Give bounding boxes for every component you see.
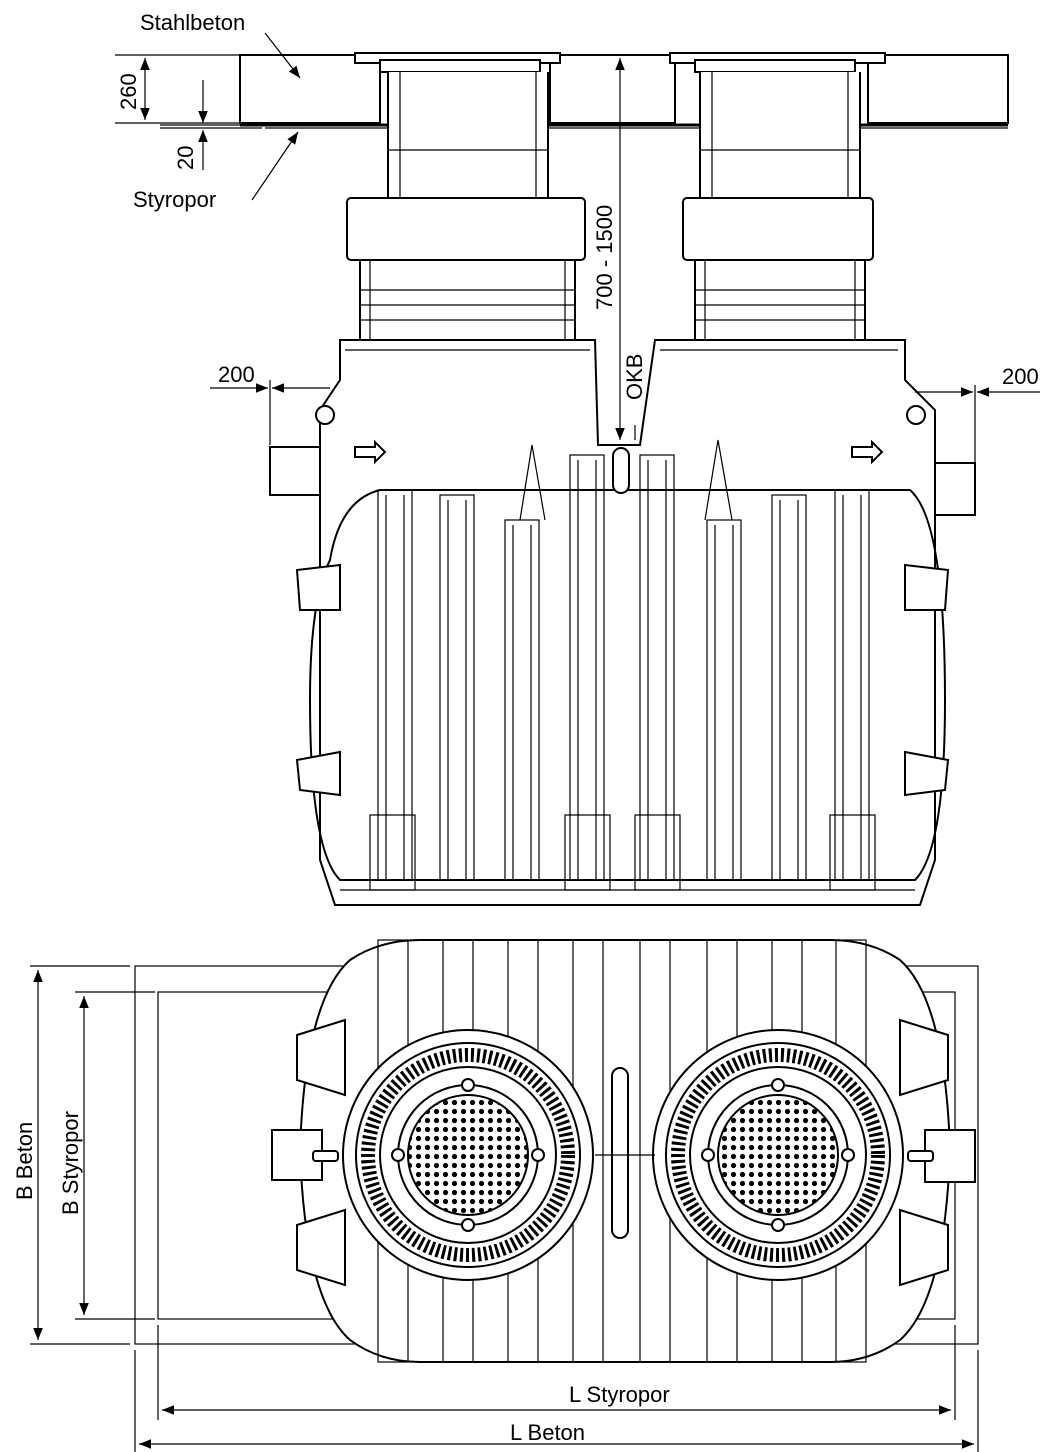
flow-arrow-icon	[851, 439, 884, 465]
dim-200-left-label: 200	[218, 362, 255, 387]
stahlbeton-label: Stahlbeton	[140, 10, 245, 35]
grate-icon	[407, 1094, 529, 1216]
grate-icon	[717, 1094, 839, 1216]
b-beton-label: B Beton	[12, 1122, 37, 1200]
dim-depth-label: 700 - 1500	[592, 205, 617, 310]
outlet-pipe	[934, 462, 976, 516]
dimensions-side	[115, 32, 1040, 463]
dimensions-plan	[30, 965, 979, 1452]
styropor-label: Styropor	[133, 187, 216, 212]
manhole-left	[342, 1029, 594, 1281]
lug-right-bottom	[904, 750, 950, 797]
inlet-pipe	[269, 446, 321, 496]
side-view: Stahlbeton Styropor 260 20 700 - 1500 OK…	[115, 10, 1040, 906]
flow-arrow-icon	[354, 439, 387, 465]
ribs-side	[377, 439, 870, 881]
shaft-right	[669, 52, 886, 356]
lug-left-bottom	[295, 750, 341, 797]
center-vent	[612, 447, 630, 494]
tank-body-side	[269, 339, 976, 906]
center-vent-plan	[611, 1067, 629, 1239]
tank-feet	[340, 814, 915, 891]
dim-20-label: 20	[173, 146, 198, 170]
b-styropor-label: B Styropor	[58, 1111, 83, 1215]
dim-200-right-label: 200	[1002, 364, 1039, 389]
lug-left-top	[295, 563, 341, 611]
okb-label: OKB	[622, 354, 647, 400]
plan-view: B Beton B Styropor L Styropor L Beton	[12, 939, 979, 1452]
lug-right-top	[904, 563, 950, 611]
l-beton-label: L Beton	[510, 1420, 585, 1445]
concrete-slab	[239, 54, 1009, 129]
dim-260-label: 260	[116, 73, 141, 110]
l-styropor-label: L Styropor	[569, 1382, 670, 1407]
manhole-right	[652, 1029, 904, 1281]
